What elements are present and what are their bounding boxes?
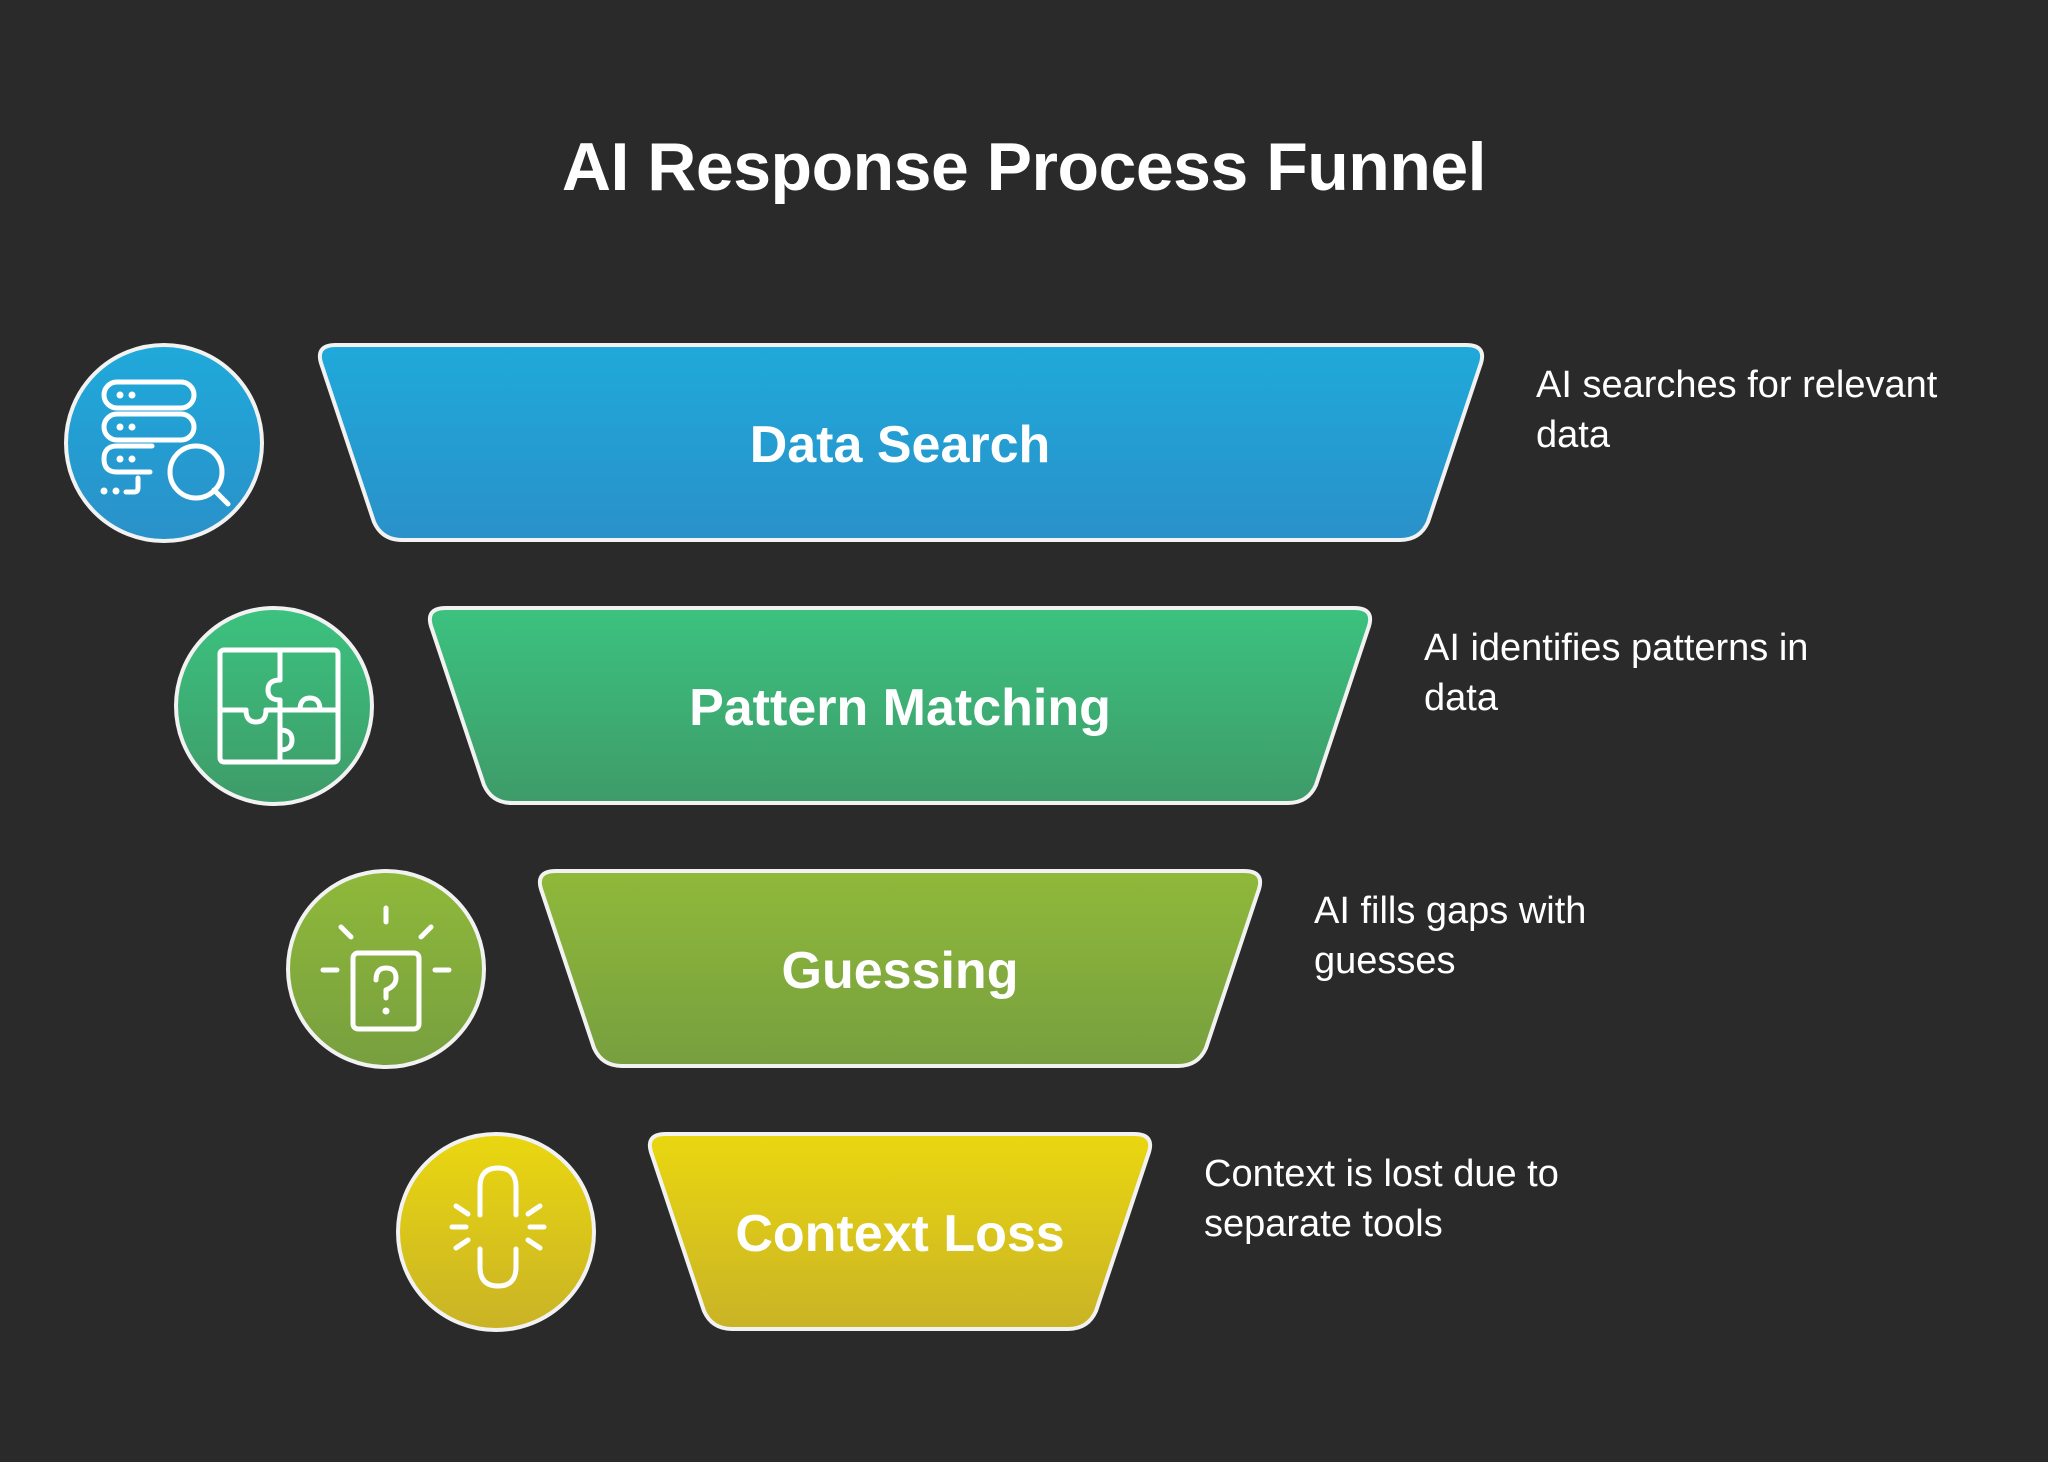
description-line: guesses	[1314, 940, 1456, 982]
description-line: AI fills gaps with	[1314, 890, 1587, 932]
stage-description-pattern-matching: AI identifies patterns in data	[1424, 623, 1808, 723]
funnel-band-2	[427, 606, 1373, 805]
question-idea-icon	[286, 869, 486, 1069]
description-line: AI searches for relevant	[1536, 364, 1938, 406]
database-search-icon	[64, 343, 264, 543]
puzzle-icon	[174, 606, 374, 806]
stage-description-guessing: AI fills gaps with guesses	[1314, 886, 1586, 986]
funnel-stage-context-loss: Context Loss	[396, 1132, 1153, 1332]
description-line: AI identifies patterns in	[1424, 627, 1809, 669]
description-line: Context is lost due to	[1204, 1153, 1559, 1195]
description-line: data	[1424, 677, 1498, 719]
diagram-title: AI Response Process Funnel	[561, 129, 1487, 205]
broken-link-icon	[396, 1132, 596, 1332]
stage-description-context-loss: Context is lost due to separate tools	[1204, 1149, 1559, 1249]
funnel-stage-data-search: Data Search	[64, 343, 1485, 543]
stage-description-data-search: AI searches for relevant data	[1536, 360, 1937, 460]
stage-label: Context Loss	[735, 1205, 1064, 1263]
funnel-band-4	[647, 1132, 1153, 1331]
stage-label: Pattern Matching	[689, 679, 1111, 737]
funnel-stage-pattern-matching: Pattern Matching	[174, 606, 1373, 806]
stage-label: Guessing	[782, 942, 1019, 1000]
description-line: data	[1536, 414, 1610, 456]
funnel-band-3	[537, 869, 1263, 1068]
description-line: separate tools	[1204, 1203, 1443, 1245]
stage-label: Data Search	[750, 416, 1051, 474]
funnel-band-1	[317, 343, 1485, 542]
funnel-stage-guessing: Guessing	[286, 869, 1263, 1069]
